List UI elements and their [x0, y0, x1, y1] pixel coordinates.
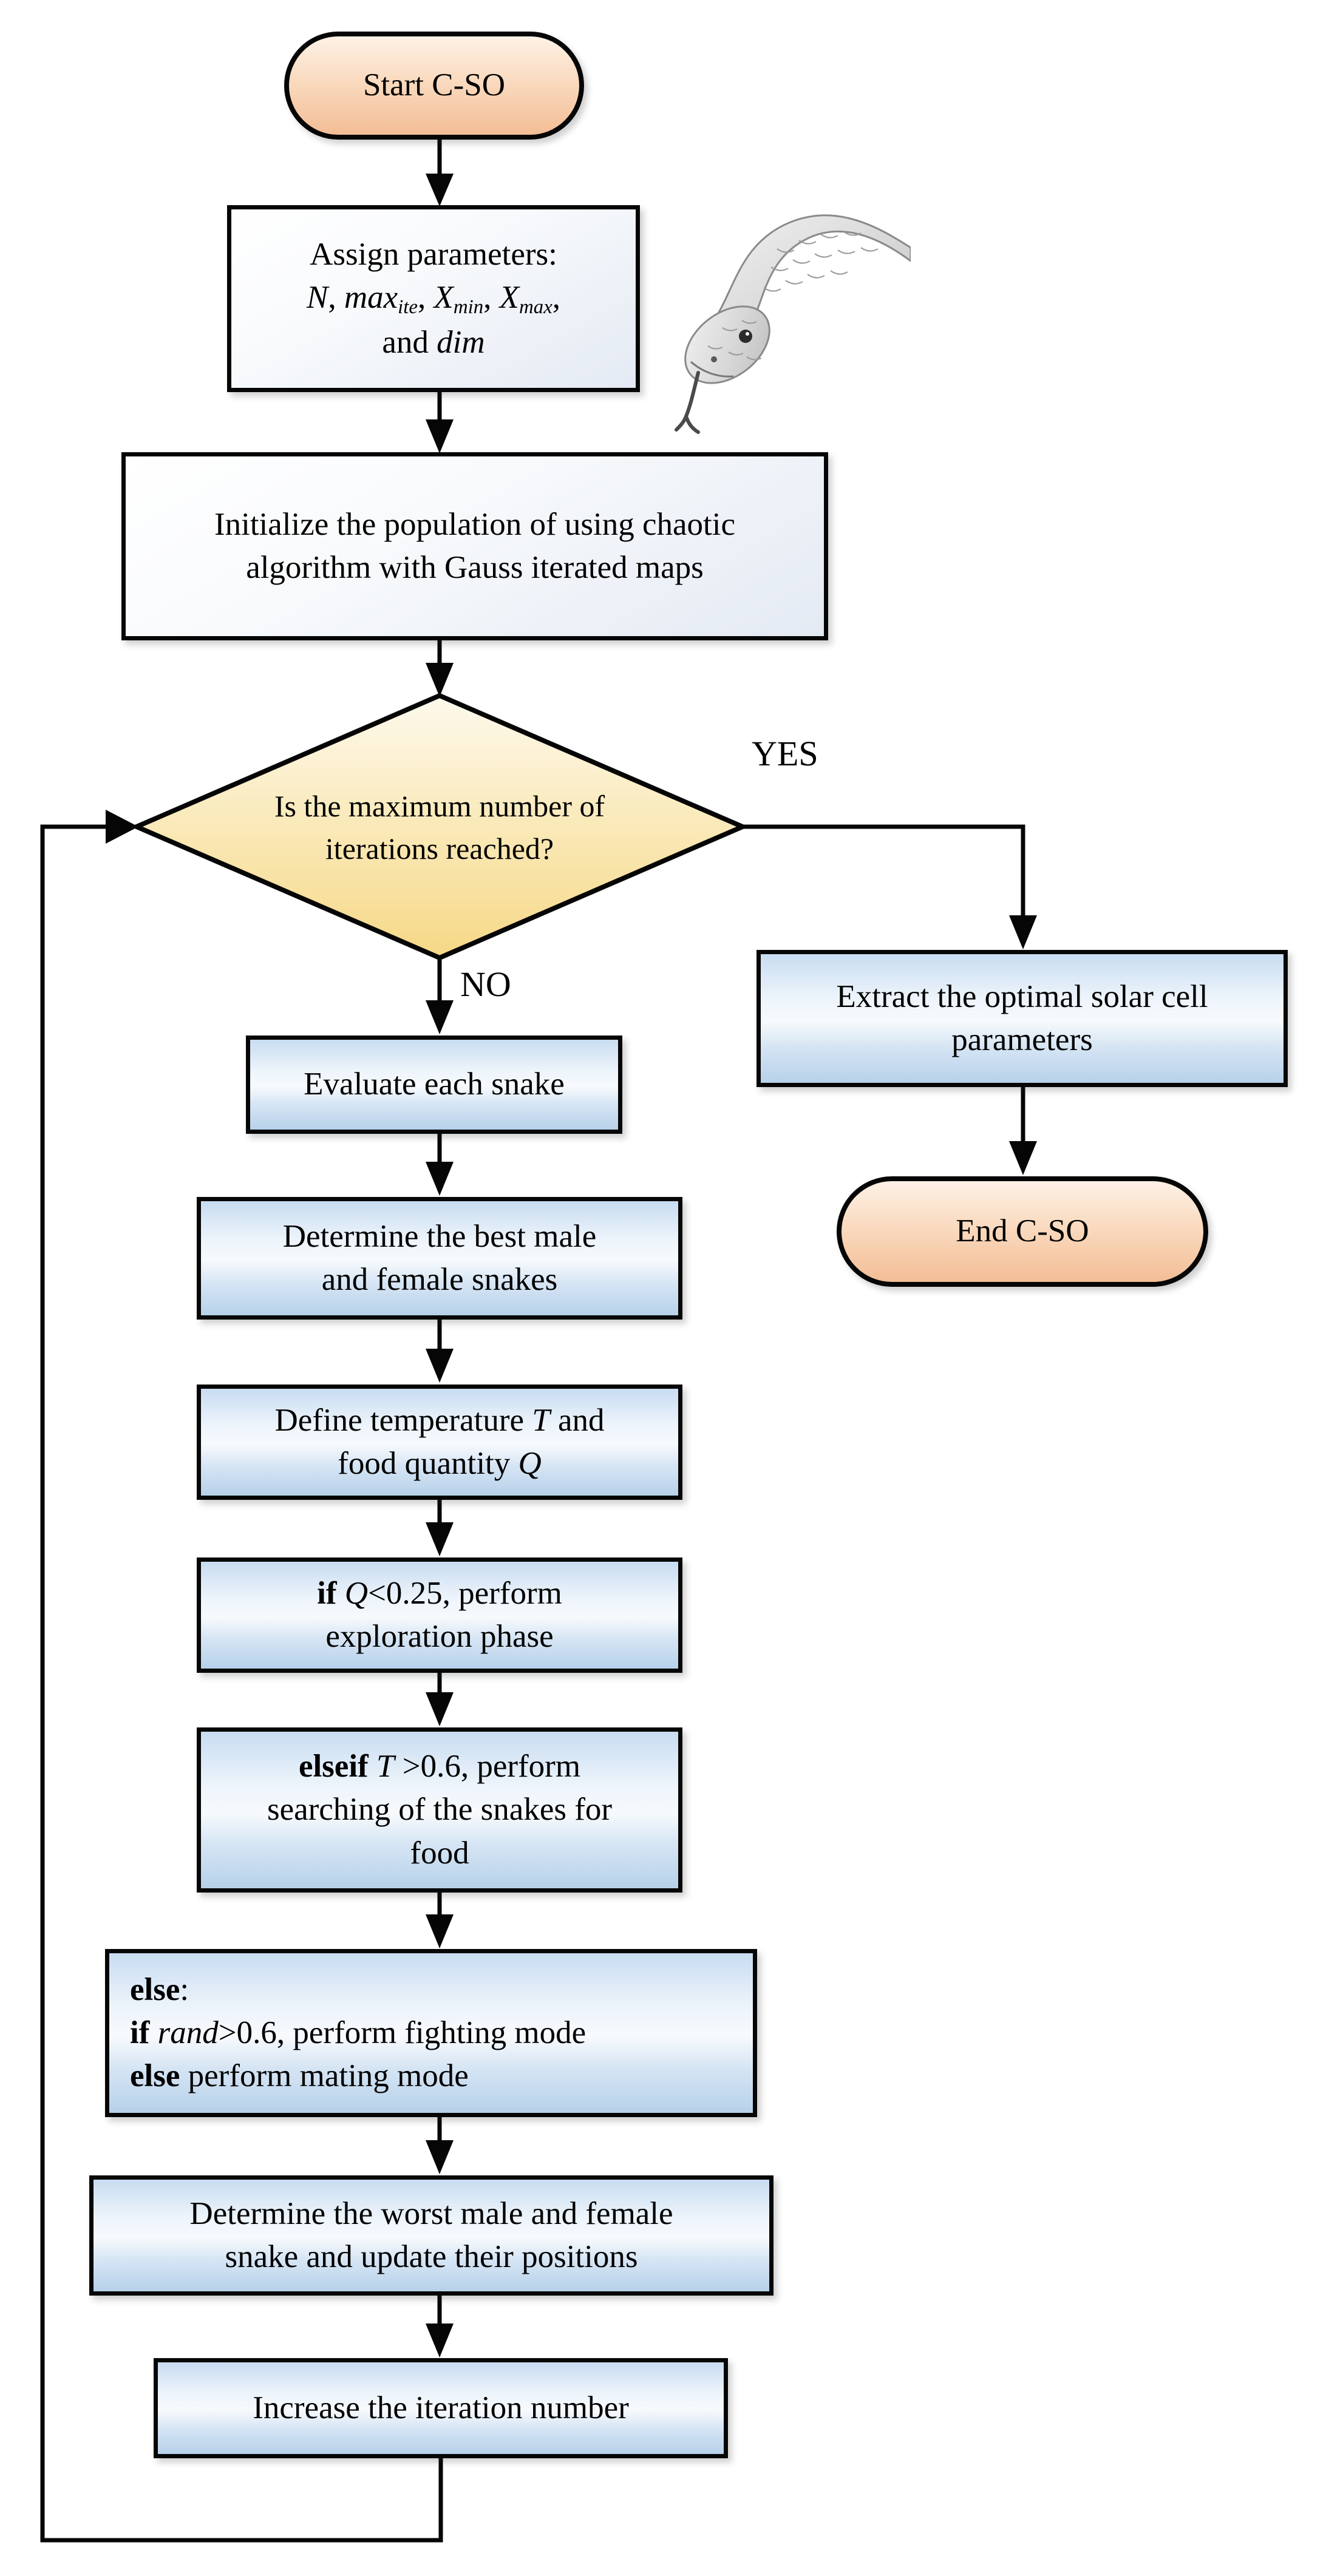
snake-head: [684, 305, 770, 384]
snake-tongue: [675, 371, 700, 434]
node-start-terminator: Start C-SO: [284, 32, 584, 140]
node-increase-iteration: Increase the iteration number: [154, 2358, 728, 2458]
arrowhead-ifq-elseif: [426, 1692, 454, 1726]
branch-label-no: NO: [460, 964, 511, 1004]
arrowhead-decision-evaluate: [426, 1000, 454, 1034]
arrowhead-decision-extract: [1009, 915, 1037, 949]
arrowhead-define-ifq: [426, 1522, 454, 1556]
connector-decision-extract: [743, 824, 1025, 918]
snake-eye-highlight: [746, 332, 749, 336]
snake-scales: [707, 231, 879, 361]
snake-nostril: [711, 356, 717, 362]
arrowhead-assign-initialize: [426, 419, 454, 453]
arrowhead-initialize-decision: [426, 663, 454, 697]
snake-mouth: [690, 361, 734, 378]
arrowhead-start-assign: [426, 174, 454, 206]
snake-illustration: [675, 214, 911, 434]
arrowhead-elseif-else: [426, 1914, 454, 1948]
snake-eye: [739, 330, 752, 343]
arrowhead-else-worst: [426, 2140, 454, 2174]
connector-feedback-loop: [40, 824, 443, 2543]
arrowhead-feedback-into-diamond: [106, 810, 138, 844]
arrowhead-best-define: [426, 1349, 454, 1383]
node-end-terminator: End C-SO: [837, 1176, 1208, 1287]
node-evaluate-each-snake: Evaluate each snake: [246, 1035, 622, 1134]
branch-label-yes: YES: [752, 734, 818, 773]
arrowhead-worst-increase: [426, 2323, 454, 2357]
arrowhead-evaluate-best: [426, 1162, 454, 1196]
arrowhead-extract-end: [1009, 1141, 1037, 1175]
node-initialize-population: Initialize the population of using chaot…: [121, 452, 828, 640]
node-assign-parameters: Assign parameters:N, maxite, Xmin, Xmax,…: [227, 205, 640, 392]
